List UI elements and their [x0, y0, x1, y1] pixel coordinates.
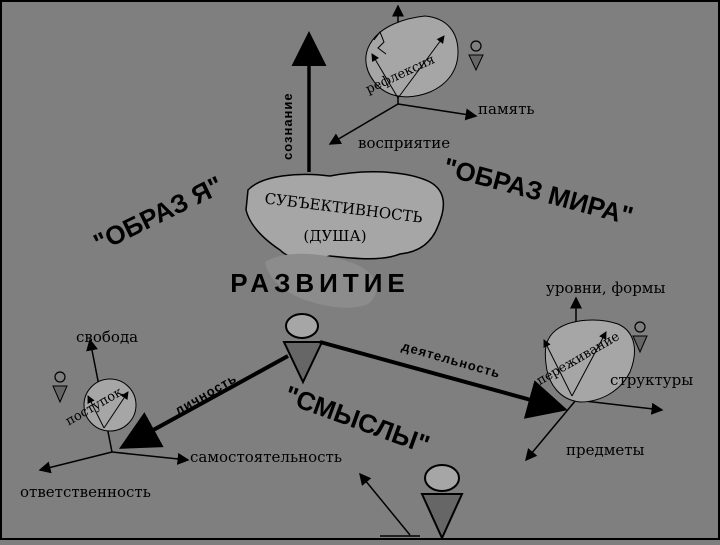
person-icon-bottom	[422, 465, 462, 538]
person-icon-right	[633, 322, 647, 352]
consciousness-label: сознание	[280, 92, 295, 160]
development-label: РАЗВИТИЕ	[230, 268, 410, 298]
activity-label: деятельность	[400, 338, 502, 381]
world-image-label: "ОБРАЗ МИРА"	[440, 152, 636, 231]
freedom-label: свобода	[76, 328, 138, 346]
structures-label: структуры	[610, 371, 693, 389]
bottom-axes	[360, 474, 420, 536]
center-title-line2: (ДУША)	[303, 227, 366, 245]
person-icon-center	[284, 314, 322, 382]
independence-label: самостоятельность	[190, 448, 342, 466]
memory-label: память	[478, 100, 535, 118]
responsibility-label: ответственность	[20, 483, 151, 501]
levels-forms-label: уровни, формы	[546, 279, 665, 297]
person-icon-top	[469, 41, 483, 70]
personality-label: личность	[172, 370, 239, 417]
left-axes	[40, 340, 188, 470]
perception-label: восприятие	[358, 134, 450, 152]
objects-label: предметы	[566, 441, 645, 459]
person-icon-left	[53, 372, 67, 402]
self-image-label: "ОБРАЗ Я"	[89, 170, 228, 258]
